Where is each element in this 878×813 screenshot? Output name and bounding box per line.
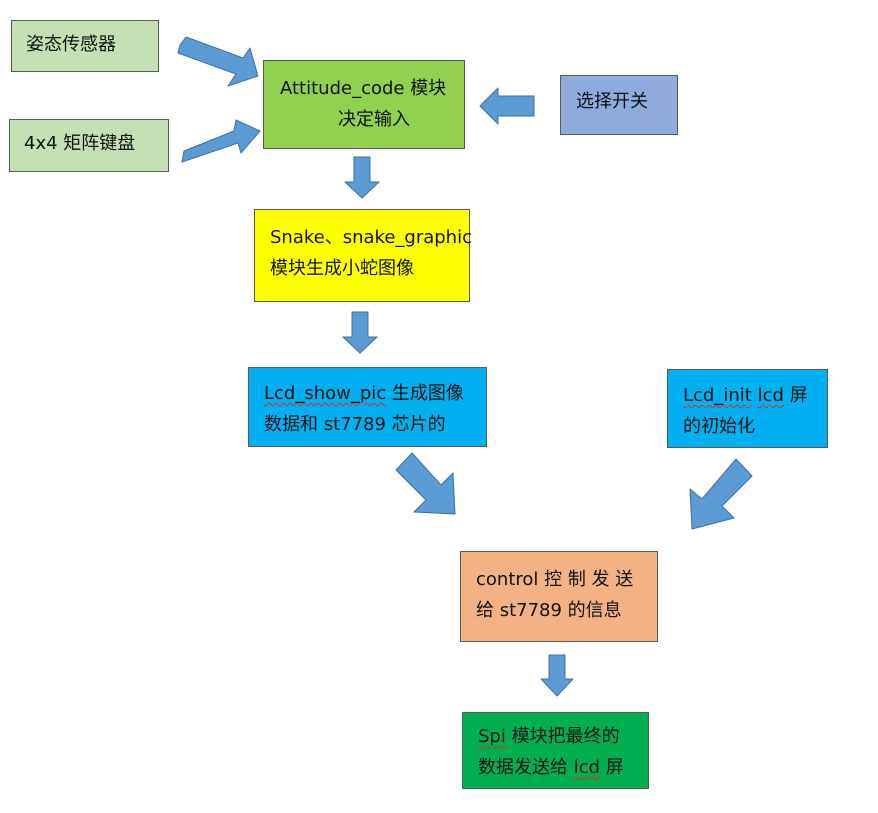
arrow-control-to-spi bbox=[540, 654, 574, 697]
attitude-code-line-2: 决定输入 bbox=[338, 109, 410, 130]
lcd-show-pic-line-1-rest: 生成图像 bbox=[386, 383, 464, 404]
lcd-init-lcd-word: lcd bbox=[757, 385, 784, 406]
control-line-1: control 控 制 发 送 bbox=[476, 569, 634, 590]
arrow-attitude-to-snake bbox=[344, 156, 380, 199]
lcd-init-line-1: Lcd_init lcd 屏 bbox=[683, 380, 827, 411]
snake-graphic-node: Snake、snake_graphic 模块生成小蛇图像 bbox=[254, 209, 472, 302]
control-line-2: 给 st7789 的信息 bbox=[476, 600, 622, 621]
control-node: control 控 制 发 送 给 st7789 的信息 bbox=[460, 551, 658, 642]
attitude-code-node: Attitude_code 模块 决定输入 bbox=[263, 60, 465, 149]
spi-line-2-rest: 屏 bbox=[600, 757, 624, 778]
spi-lcd-word: lcd bbox=[573, 757, 601, 778]
spi-line-1: Spi 模块把最终的 bbox=[478, 721, 648, 752]
lcd-init-line-1-rest: 屏 bbox=[783, 385, 808, 406]
select-switch-node: 选择开关 bbox=[560, 75, 678, 135]
spi-node: Spi 模块把最终的 数据发送给 lcd 屏 bbox=[462, 712, 649, 789]
lcd-show-pic-module-name: Lcd_show_pic bbox=[264, 383, 387, 404]
attitude-sensor-node: 姿态传感器 bbox=[11, 20, 159, 72]
lcd-show-pic-line-2: 数据和 st7789 芯片的 bbox=[264, 414, 446, 435]
arrow-showpic-to-control bbox=[395, 452, 456, 515]
lcd-init-line-2: 的初始化 bbox=[683, 416, 755, 437]
spi-line-2-pre: 数据发送给 bbox=[478, 757, 574, 778]
select-switch-label: 选择开关 bbox=[576, 91, 648, 112]
attitude-sensor-label: 姿态传感器 bbox=[26, 34, 116, 55]
snake-line-2: 模块生成小蛇图像 bbox=[270, 258, 414, 279]
snake-line-1: Snake、snake_graphic bbox=[270, 227, 472, 248]
spi-line-1-rest: 模块把最终的 bbox=[505, 726, 620, 747]
arrow-init-to-control bbox=[689, 458, 753, 530]
lcd-show-pic-node: Lcd_show_pic 生成图像 数据和 st7789 芯片的 bbox=[248, 367, 487, 447]
arrow-snake-to-showpic bbox=[342, 311, 378, 354]
lcd-show-pic-line-1: Lcd_show_pic 生成图像 bbox=[264, 378, 486, 409]
arrow-keypad-to-attitude bbox=[181, 119, 261, 163]
lcd-init-node: Lcd_init lcd 屏 的初始化 bbox=[667, 369, 828, 448]
lcd-init-module-name: Lcd_init bbox=[683, 385, 752, 406]
attitude-code-line-1: Attitude_code 模块 bbox=[280, 78, 447, 99]
arrow-switch-to-attitude bbox=[479, 87, 535, 125]
spi-module-name: Spi bbox=[478, 726, 506, 747]
keypad-label: 4x4 矩阵键盘 bbox=[24, 133, 136, 154]
spi-line-2: 数据发送给 lcd 屏 bbox=[478, 752, 648, 783]
keypad-node: 4x4 矩阵键盘 bbox=[9, 119, 169, 172]
arrow-sensor-to-attitude bbox=[177, 36, 259, 87]
